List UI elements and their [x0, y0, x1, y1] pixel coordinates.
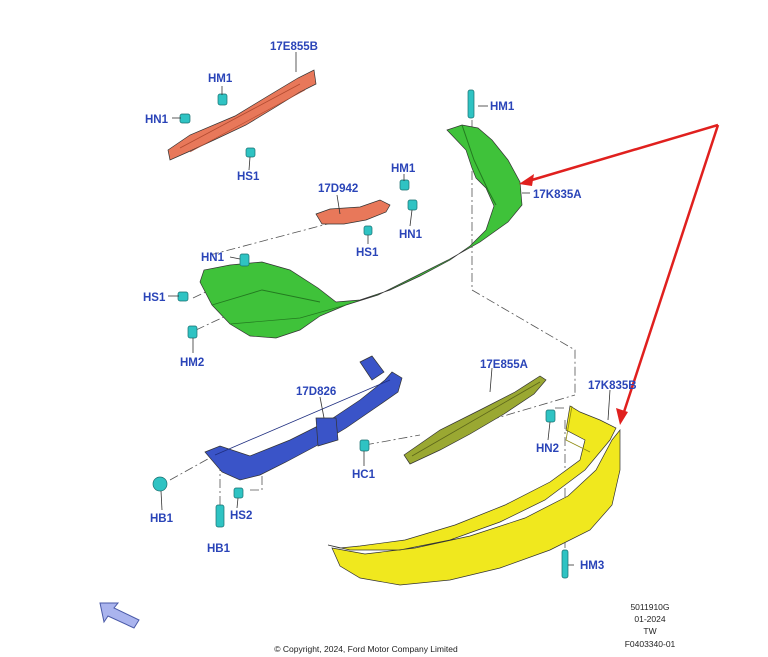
- fastener-hb1-b: [215, 504, 225, 528]
- part-17e855a-beam: [403, 375, 547, 465]
- fastener-hs1-c: [177, 291, 189, 302]
- label-hs1-b: HS1: [356, 247, 379, 259]
- label-hs2: HS2: [230, 510, 252, 522]
- label-hn1-b: HN1: [399, 229, 423, 241]
- fastener-hn1-b: [407, 199, 418, 211]
- part-17d942-bracket: [315, 199, 391, 225]
- label-hb1-b: HB1: [207, 543, 231, 555]
- fastener-hc1: [359, 439, 370, 452]
- fastener-hn1-a: [179, 113, 191, 124]
- fastener-hm3: [561, 549, 569, 579]
- label-hn2: HN2: [536, 443, 559, 455]
- label-hm1-b: HM1: [391, 163, 416, 175]
- label-hb1-a: HB1: [150, 513, 174, 525]
- fastener-hn1-c: [239, 253, 250, 267]
- label-17e855b: 17E855B: [270, 41, 318, 53]
- part-17e855b-beam: [167, 69, 317, 161]
- region-code: TW: [643, 626, 656, 636]
- copyright-text: © Copyright, 2024, Ford Motor Company Li…: [274, 644, 458, 654]
- ref-code: 5011910G: [630, 602, 669, 612]
- fastener-hm1-b: [399, 179, 410, 191]
- fastener-hs1-a: [245, 147, 256, 158]
- fastener-hs2: [233, 487, 244, 499]
- label-hn1-c: HN1: [201, 252, 225, 264]
- label-17d942: 17D942: [318, 183, 358, 195]
- fastener-hn2: [545, 409, 556, 423]
- callout-arrows: [519, 123, 720, 425]
- label-hm2: HM2: [180, 357, 204, 369]
- part-17k835a-bumper-cover: [199, 124, 523, 339]
- fastener-hs1-b: [363, 225, 373, 236]
- figure-id: F0403340-01: [625, 639, 676, 649]
- fastener-hb1-a: [152, 476, 168, 492]
- leader-lines: [160, 52, 611, 566]
- fasteners: [152, 89, 569, 579]
- label-hm3: HM3: [580, 560, 604, 572]
- label-17k835b: 17K835B: [588, 380, 637, 392]
- label-17d826: 17D826: [296, 386, 336, 398]
- previous-page-arrow-icon[interactable]: [99, 602, 140, 629]
- label-hs1-c: HS1: [143, 292, 166, 304]
- label-17k835a: 17K835A: [533, 189, 582, 201]
- label-hm1-c: HM1: [490, 101, 515, 113]
- label-hn1-a: HN1: [145, 114, 169, 126]
- label-hs1-a: HS1: [237, 171, 260, 183]
- figure-metadata: 5011910G 01-2024 TW F0403340-01 © Copyri…: [274, 602, 675, 654]
- fastener-hm2: [187, 325, 198, 339]
- label-hm1-a: HM1: [208, 73, 233, 85]
- part-17d826-reinforcement: [204, 355, 403, 481]
- part-17k835b-bumper-cover: [327, 405, 621, 586]
- label-17e855a: 17E855A: [480, 359, 528, 371]
- label-hc1: HC1: [352, 469, 376, 481]
- fastener-hm1-c: [467, 89, 475, 119]
- labels: 17E855B HM1 HN1 HS1 17D942 HM1 HN1 HS1 H…: [143, 41, 637, 572]
- fastener-hm1-a: [217, 93, 228, 106]
- date-code: 01-2024: [634, 614, 665, 624]
